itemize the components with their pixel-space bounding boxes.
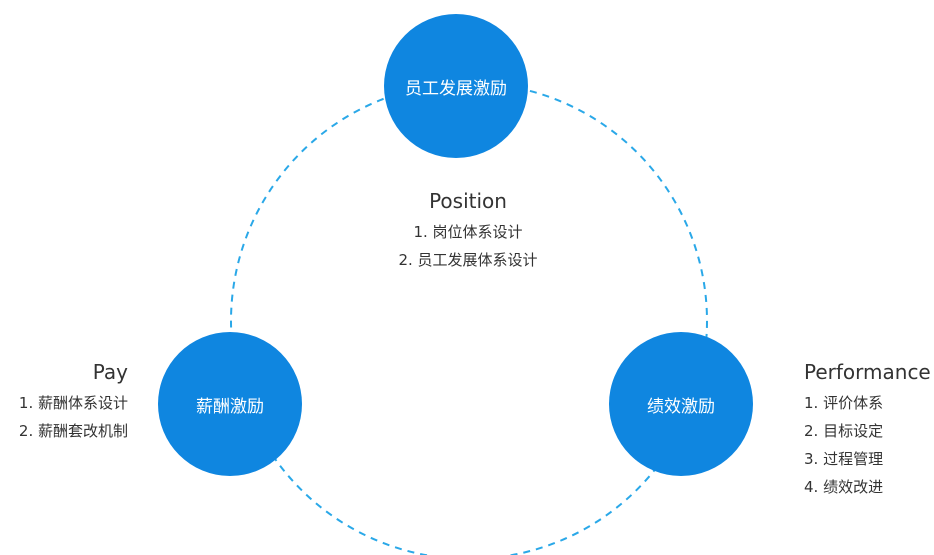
pay-list: 1. 薪酬体系设计 2. 薪酬套改机制 bbox=[0, 389, 128, 445]
node-employee-development-incentive: 员工发展激励 bbox=[384, 14, 528, 158]
node-label: 薪酬激励 bbox=[196, 396, 264, 417]
list-item: 3. 过程管理 bbox=[804, 450, 884, 468]
position-list: 1. 岗位体系设计 2. 员工发展体系设计 bbox=[368, 218, 568, 274]
performance-list: 1. 评价体系 2. 目标设定 3. 过程管理 4. 绩效改进 bbox=[804, 389, 932, 501]
pay-info-block: Pay 1. 薪酬体系设计 2. 薪酬套改机制 bbox=[0, 359, 128, 445]
list-item: 2. 目标设定 bbox=[804, 422, 884, 440]
list-item: 1. 岗位体系设计 bbox=[413, 223, 523, 241]
list-item: 1. 评价体系 bbox=[804, 394, 884, 412]
position-info-block: Position 1. 岗位体系设计 2. 员工发展体系设计 bbox=[368, 188, 568, 274]
position-title: Position bbox=[429, 189, 507, 213]
list-item: 4. 绩效改进 bbox=[804, 478, 884, 496]
pay-title: Pay bbox=[92, 360, 128, 384]
performance-title: Performance bbox=[804, 360, 931, 384]
list-item: 2. 薪酬套改机制 bbox=[18, 422, 128, 440]
node-label: 绩效激励 bbox=[647, 396, 715, 417]
list-item: 2. 员工发展体系设计 bbox=[398, 251, 538, 269]
performance-info-block: Performance 1. 评价体系 2. 目标设定 3. 过程管理 4. 绩… bbox=[804, 359, 932, 501]
node-performance-incentive: 绩效激励 bbox=[609, 332, 753, 476]
node-compensation-incentive: 薪酬激励 bbox=[158, 332, 302, 476]
node-label: 员工发展激励 bbox=[405, 78, 507, 99]
list-item: 1. 薪酬体系设计 bbox=[18, 394, 128, 412]
